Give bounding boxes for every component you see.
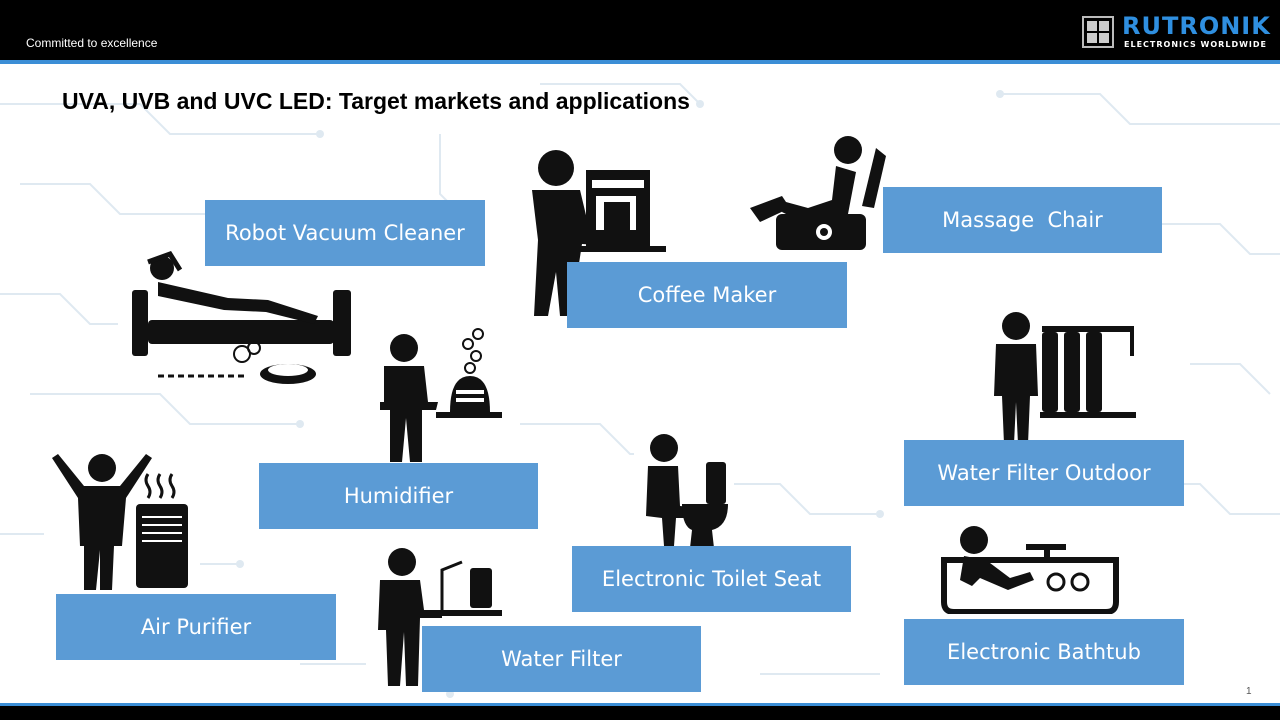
person-massage-chair-icon	[736, 128, 896, 258]
label-humidifier: Humidifier	[259, 463, 538, 529]
label-robot-vacuum-cleaner: Robot Vacuum Cleaner	[205, 200, 485, 266]
label-electronic-toilet-seat: Electronic Toilet Seat	[572, 546, 851, 612]
label-electronic-bathtub: Electronic Bathtub	[904, 619, 1184, 685]
person-humidifier-icon	[352, 322, 512, 464]
logo-name: RUTRONIK	[1122, 12, 1271, 40]
slide-title: UVA, UVB and UVC LED: Target markets and…	[62, 88, 690, 114]
logo-grid-icon	[1082, 16, 1114, 48]
tagline: Committed to excellence	[26, 36, 158, 50]
header-bar	[0, 0, 1280, 60]
person-water-filter-tanks-icon	[980, 306, 1140, 446]
label-coffee-maker: Coffee Maker	[567, 262, 847, 328]
label-massage-chair: Massage Chair	[883, 187, 1162, 253]
header-accent-line	[0, 60, 1280, 64]
label-water-filter-outdoor: Water Filter Outdoor	[904, 440, 1184, 506]
logo-subtitle: ELECTRONICS WORLDWIDE	[1124, 40, 1267, 49]
page-number: 1	[1246, 686, 1252, 697]
label-water-filter: Water Filter	[422, 626, 701, 692]
person-toilet-icon	[634, 426, 734, 550]
label-air-purifier: Air Purifier	[56, 594, 336, 660]
footer-bar	[0, 706, 1280, 720]
person-bathtub-icon	[940, 520, 1120, 614]
footer-accent-line	[0, 703, 1280, 706]
person-air-purifier-icon	[44, 450, 200, 596]
